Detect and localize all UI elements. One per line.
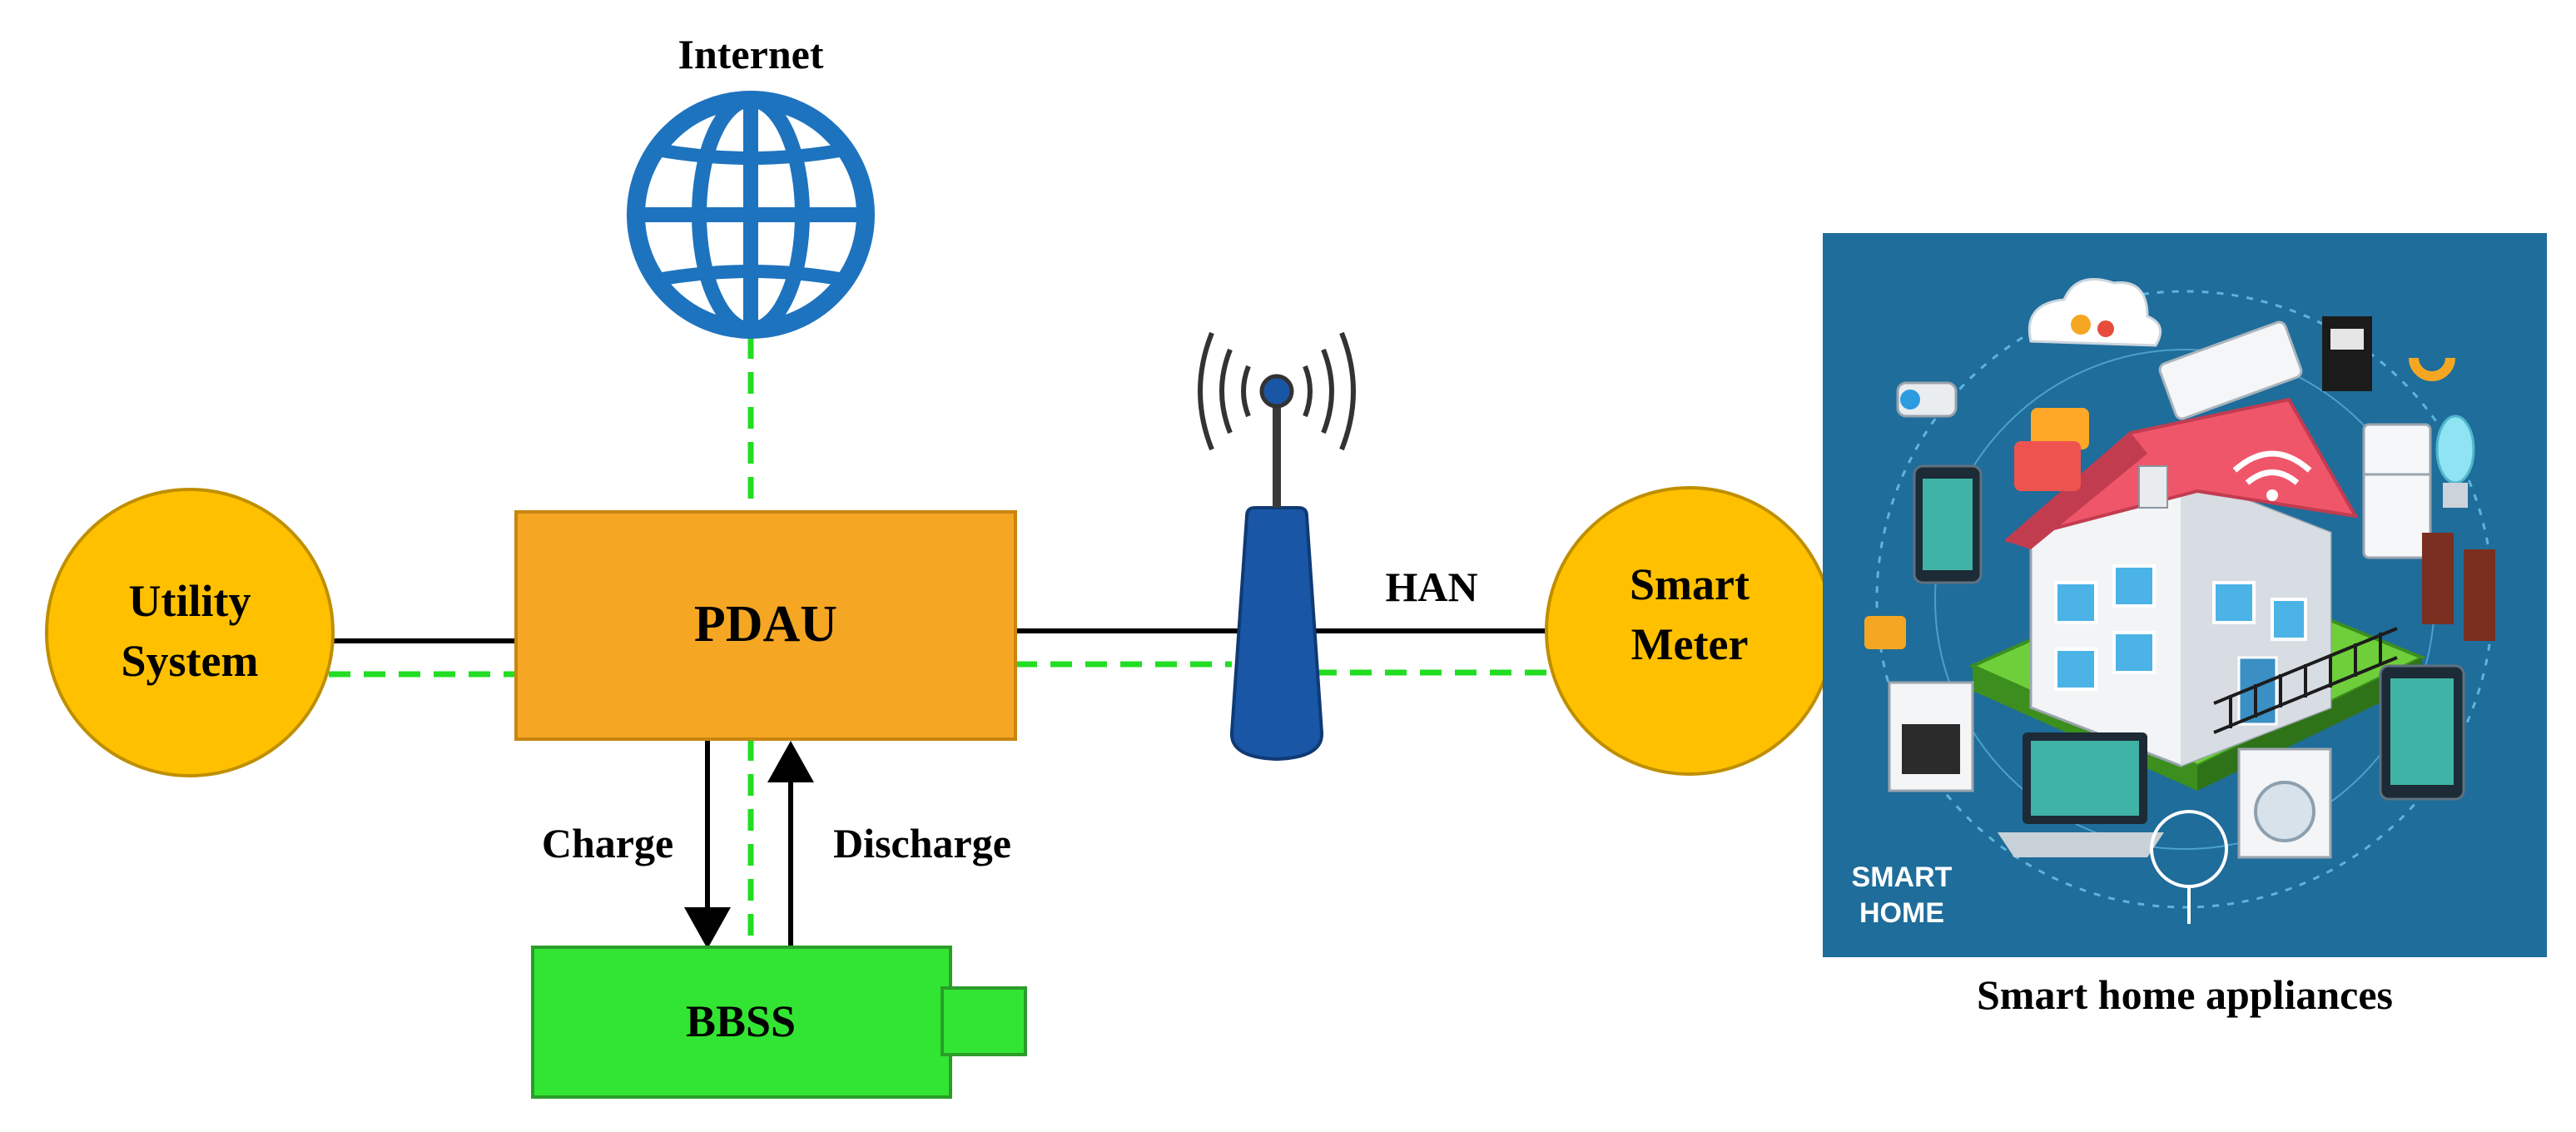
han-label: HAN bbox=[1385, 564, 1477, 610]
charge-label: Charge bbox=[542, 820, 673, 866]
bbss-node bbox=[531, 946, 1027, 1099]
smart-home-badge-line2: HOME bbox=[1859, 897, 1944, 929]
smart-home-badge-line1: SMART bbox=[1852, 861, 1953, 893]
discharge-arrowhead bbox=[767, 741, 814, 782]
smart-home-illustration bbox=[1823, 233, 2547, 957]
globe-icon bbox=[627, 91, 875, 339]
bbss-label: BBSS bbox=[686, 996, 796, 1046]
meter-label-line2: Meter bbox=[1631, 619, 1749, 669]
pdau-label: PDAU bbox=[694, 596, 837, 653]
utility-label-line2: System bbox=[122, 636, 259, 686]
meter-label-line1: Smart bbox=[1630, 559, 1750, 609]
smart-home-caption: Smart home appliances bbox=[1977, 971, 2393, 1018]
internet-label: Internet bbox=[678, 31, 824, 77]
pdau-node bbox=[514, 510, 1017, 741]
charge-arrowhead bbox=[684, 907, 731, 949]
wireless-antenna-icon bbox=[1198, 331, 1356, 762]
utility-label-line1: Utility bbox=[129, 576, 251, 626]
discharge-label: Discharge bbox=[833, 820, 1011, 866]
utility-system-node bbox=[45, 488, 335, 777]
